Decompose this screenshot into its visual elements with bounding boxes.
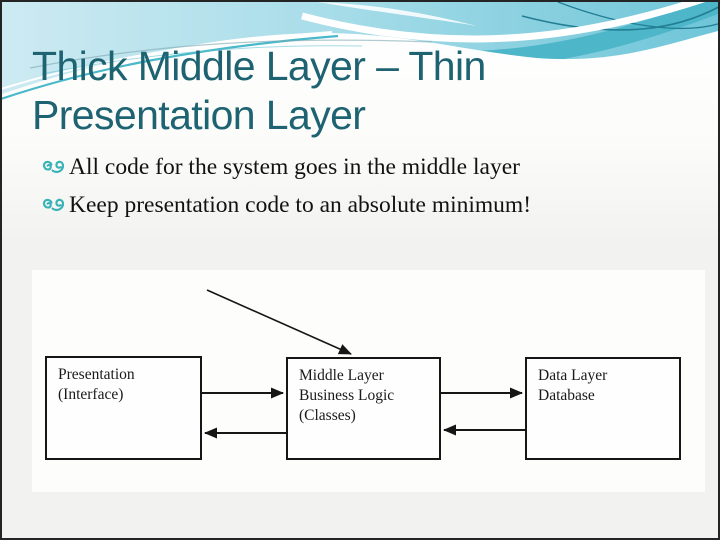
floral-swirl-bullet-icon — [42, 198, 65, 211]
box-label-line: Middle Layer — [299, 367, 384, 384]
white-streak — [301, 2, 706, 43]
diagram-arrows — [202, 289, 525, 439]
diagram-box-presentation: Presentation (Interface) — [45, 356, 202, 460]
hairline-top-right-2 — [557, 2, 718, 30]
box-label-line: Business Logic — [299, 387, 395, 404]
bullet-item: All code for the system goes in the midd… — [42, 149, 531, 187]
diagram-box-data-layer: Data Layer Database — [525, 357, 681, 460]
hairline-over-title-gray — [29, 39, 433, 69]
bullet-text: All code for the system goes in the midd… — [69, 154, 520, 180]
header-wave-decoration — [2, 2, 718, 242]
bullet-item: Keep presentation code to an absolute mi… — [42, 187, 531, 225]
box-label-line: (Interface) — [58, 386, 124, 403]
box-label-line: Database — [538, 387, 595, 404]
slide-title-line-2: Presentation Layer — [32, 92, 366, 138]
box-label-line: Data Layer — [538, 367, 608, 384]
white-wave-body — [2, 31, 718, 242]
bullet-text: Keep presentation code to an absolute mi… — [69, 191, 532, 218]
slide-title-line-1: Thick Middle Layer – Thin — [32, 43, 486, 89]
box-label-line: (Classes) — [299, 407, 356, 424]
bullet-list: All code for the system goes in the midd… — [42, 149, 531, 224]
hairline-over-title-teal — [41, 45, 363, 75]
arrow-annotation-diagonal — [206, 289, 352, 355]
diagram-panel: Presentation (Interface) Middle Layer Bu… — [32, 270, 705, 492]
hairline-left-white — [2, 31, 333, 90]
white-streak-head — [317, 2, 477, 26]
hairline-top-right-1 — [521, 6, 718, 31]
floral-swirl-bullet-icon — [42, 160, 65, 173]
slide-title: Thick Middle Layer – Thin Presentation L… — [32, 42, 486, 140]
box-label-line: Presentation — [58, 366, 135, 383]
diagram-box-middle-layer: Middle Layer Business Logic (Classes) — [286, 357, 441, 460]
